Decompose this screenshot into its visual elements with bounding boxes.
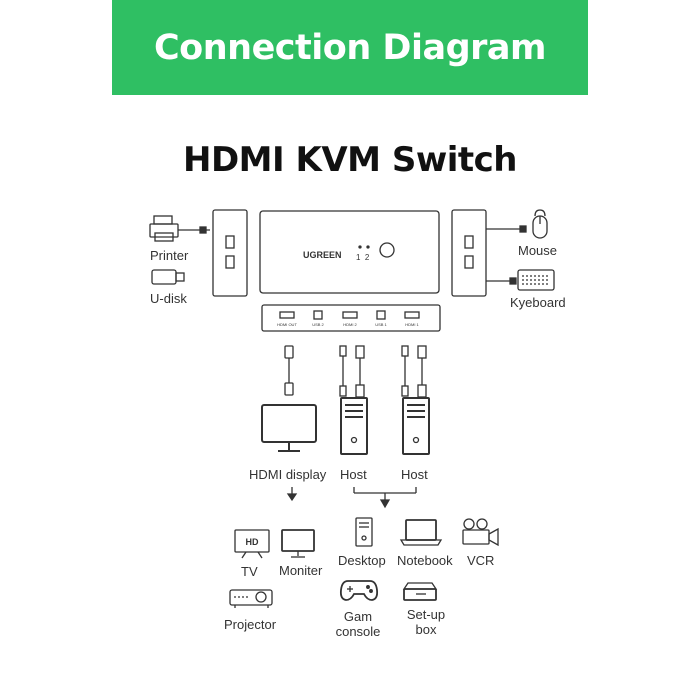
brand-logo: UGREEN — [303, 250, 342, 260]
host2-label: Host — [401, 467, 428, 482]
hdmi-display-icon — [261, 404, 317, 452]
mouse-icon — [486, 209, 548, 239]
desktop-label: Desktop — [338, 553, 386, 568]
rear-port-label-hdmi-1: HDMI 1 — [405, 322, 419, 327]
settop-box-label-line1: Set-up — [406, 607, 446, 622]
keyboard-label: Kyeboard — [510, 295, 566, 310]
title-banner: Connection Diagram — [112, 0, 588, 95]
mouse-label: Mouse — [518, 243, 558, 258]
game-console-label: Gam console — [330, 609, 386, 639]
host2-tower-icon — [402, 397, 430, 455]
host-arrow-icon — [353, 487, 417, 509]
rear-port-label-usb-2: USB 2 — [312, 322, 324, 327]
vcr-icon — [462, 518, 499, 547]
rear-port-label-hdmi-out: HDMI OUT — [277, 322, 297, 327]
notebook-label: Notebook — [397, 553, 453, 568]
projector-label: Projector — [224, 617, 277, 632]
hdmi-cable-display — [284, 345, 294, 396]
settop-box-icon — [402, 582, 438, 601]
diagram-title: HDMI KVM Switch — [183, 140, 518, 180]
printer-icon — [149, 215, 210, 242]
port-numbers: 1 2 — [356, 253, 370, 262]
monitor-icon — [281, 529, 315, 558]
notebook-icon — [399, 519, 443, 546]
udisk-label: U-disk — [150, 291, 187, 306]
rear-port-label-usb-1: USB 1 — [375, 322, 387, 327]
game-console-label-line2: console — [335, 624, 381, 639]
keyboard-icon — [486, 269, 555, 291]
kvm-switch-front — [259, 210, 440, 294]
display-arrow-icon — [286, 487, 298, 502]
host1-tower-icon — [340, 397, 368, 455]
tv-screen-label: HD — [246, 537, 259, 547]
tv-label: TV — [241, 564, 258, 579]
host1-label: Host — [340, 467, 367, 482]
left-usb-panel — [212, 209, 248, 297]
host2-cables — [401, 345, 427, 398]
printer-label: Printer — [150, 248, 189, 263]
settop-box-label-line2: box — [415, 622, 437, 637]
monitor-label: Moniter — [279, 563, 323, 578]
desktop-icon — [355, 517, 373, 547]
udisk-icon — [151, 269, 185, 285]
hdmi-display-label: HDMI display — [249, 467, 327, 482]
rear-port-label-hdmi-2: HDMI 2 — [343, 322, 357, 327]
projector-icon — [229, 589, 273, 608]
banner-title: Connection Diagram — [154, 27, 547, 68]
vcr-label: VCR — [467, 553, 495, 568]
right-usb-panel — [451, 209, 487, 297]
game-console-icon — [339, 580, 379, 601]
tv-icon — [234, 529, 270, 559]
host1-cables — [339, 345, 365, 398]
settop-box-label: Set-up box — [398, 607, 454, 637]
kvm-switch-rear — [261, 304, 441, 332]
game-console-label-line1: Gam — [343, 609, 373, 624]
